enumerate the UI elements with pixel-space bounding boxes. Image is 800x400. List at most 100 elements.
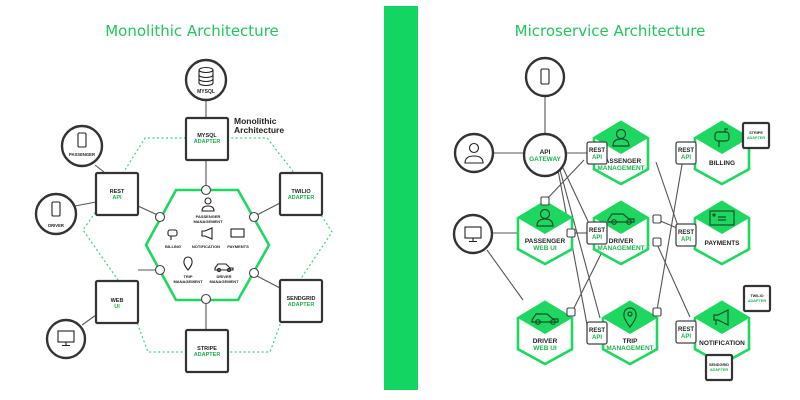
user-icon <box>464 142 484 164</box>
rest-label: REST <box>589 228 605 234</box>
service-line2: WEB UI <box>533 345 557 352</box>
port <box>200 293 212 305</box>
web-ui-adapter[interactable]: WEB UI <box>94 279 140 325</box>
mysql-database[interactable]: MYSQL <box>184 58 228 102</box>
desktop-client[interactable] <box>45 318 87 360</box>
adapter-line1: STRIPE <box>749 131 763 135</box>
rest-label: REST <box>589 148 605 154</box>
mobile-client[interactable] <box>524 56 566 98</box>
mailbox-icon <box>167 229 178 240</box>
port <box>566 228 576 238</box>
sendgrid-adapter[interactable]: SENDGRID ADAPTER <box>278 278 324 324</box>
core-payments[interactable]: PAYMENTS <box>227 228 249 249</box>
adapter-box <box>742 284 772 313</box>
port <box>566 307 576 317</box>
api-gateway[interactable]: API GATEWAY <box>522 132 568 178</box>
service-line2: MANAGEMENT <box>597 165 644 172</box>
rest-api-box <box>675 223 697 247</box>
monolith-core: PASSENGER MANAGEMENT BILLING NOTIFICATIO… <box>144 184 271 305</box>
map-pin-icon <box>183 256 193 271</box>
service-billing[interactable]: BILLING <box>693 120 751 186</box>
gateway-line1: API <box>540 149 551 156</box>
smartphone-icon <box>540 68 550 85</box>
twilio-adapter[interactable]: TWILIO ADAPTER <box>278 171 324 217</box>
database-icon <box>198 66 214 87</box>
adapter-line2: UI <box>114 304 120 310</box>
mysql-adapter[interactable]: MYSQL ADAPTER <box>184 116 230 162</box>
rest-api-box <box>675 141 697 165</box>
rest-api-box <box>586 221 608 245</box>
adapter-box <box>704 353 734 382</box>
port <box>154 211 166 223</box>
user-icon <box>201 197 215 212</box>
rest-label: REST <box>678 230 694 236</box>
adapter-line2: ADAPTER <box>194 139 221 145</box>
service-header-fill <box>695 201 749 234</box>
adapter-line1: TWILIO <box>291 189 311 195</box>
service-header-fill <box>695 301 749 334</box>
adapter-line2: API <box>112 195 122 201</box>
service-header-fill <box>518 301 572 334</box>
core-passenger-management[interactable]: PASSENGER MANAGEMENT <box>193 197 223 224</box>
monitor-icon <box>57 330 75 347</box>
adapter-line1: REST <box>110 189 125 195</box>
service-payments[interactable]: PAYMENTS <box>693 200 751 266</box>
core-trip-management[interactable]: TRIP MANAGEMENT <box>173 256 203 284</box>
desktop-client[interactable] <box>452 213 494 255</box>
service-header-fill <box>603 301 657 334</box>
rest-label: REST <box>589 328 605 334</box>
stripe-adapter[interactable]: STRIPE ADAPTER <box>184 328 230 374</box>
rest-api-box <box>586 321 608 345</box>
megaphone-icon <box>713 309 729 326</box>
adapter-line2: ADAPTER <box>288 195 315 201</box>
driver-label: DRIVER <box>48 223 64 228</box>
adapter-line2: ADAPTER <box>194 352 221 358</box>
service-line2: WEB UI <box>533 245 557 252</box>
module-line2: MANAGEMENT <box>173 279 203 284</box>
user-client[interactable] <box>453 132 495 174</box>
monolithic-annotation-line2: Architecture <box>234 125 284 135</box>
core-driver-management[interactable]: DRIVER MANAGEMENT <box>209 263 239 284</box>
core-notification[interactable]: NOTIFICATION <box>192 227 220 249</box>
rest-label: REST <box>678 327 694 333</box>
api-label: API <box>592 235 602 241</box>
microservice-title: Microservice Architecture <box>515 22 706 40</box>
service-notification[interactable]: NOTIFICATION <box>693 300 751 366</box>
adapter-line1: SENDGRID <box>286 296 315 302</box>
rest-api-adapter[interactable]: REST API <box>94 171 140 217</box>
adapter-line2: ADAPTER <box>710 368 729 372</box>
passenger-label: PASSENGER <box>69 152 95 157</box>
driver-client[interactable]: DRIVER <box>34 192 78 236</box>
service-line1: NOTIFICATION <box>699 340 745 347</box>
service-line1: DRIVER <box>533 338 558 345</box>
service-adapters: STRIPEADAPTERTWILIOADAPTERSENDGRIDADAPTE… <box>704 121 772 382</box>
mysql-label: MYSQL <box>197 89 215 95</box>
passenger-client[interactable]: PASSENGER <box>60 124 104 168</box>
monolith-boundary <box>82 137 333 353</box>
adapter-line1: TWILIO <box>750 294 763 298</box>
module-line1: BILLING <box>165 244 181 249</box>
adapter-line1: SENDGRID <box>709 363 729 367</box>
adapter-line2: ADAPTER <box>288 302 315 308</box>
port <box>200 184 212 196</box>
core-billing[interactable]: BILLING <box>165 229 181 249</box>
port <box>154 264 166 276</box>
smartphone-icon <box>51 201 61 217</box>
api-label: API <box>681 237 691 243</box>
credit-card-icon <box>230 228 245 238</box>
module-line2: MANAGEMENT <box>209 279 239 284</box>
monolithic-annotation-line1: Monolithic <box>234 116 277 126</box>
